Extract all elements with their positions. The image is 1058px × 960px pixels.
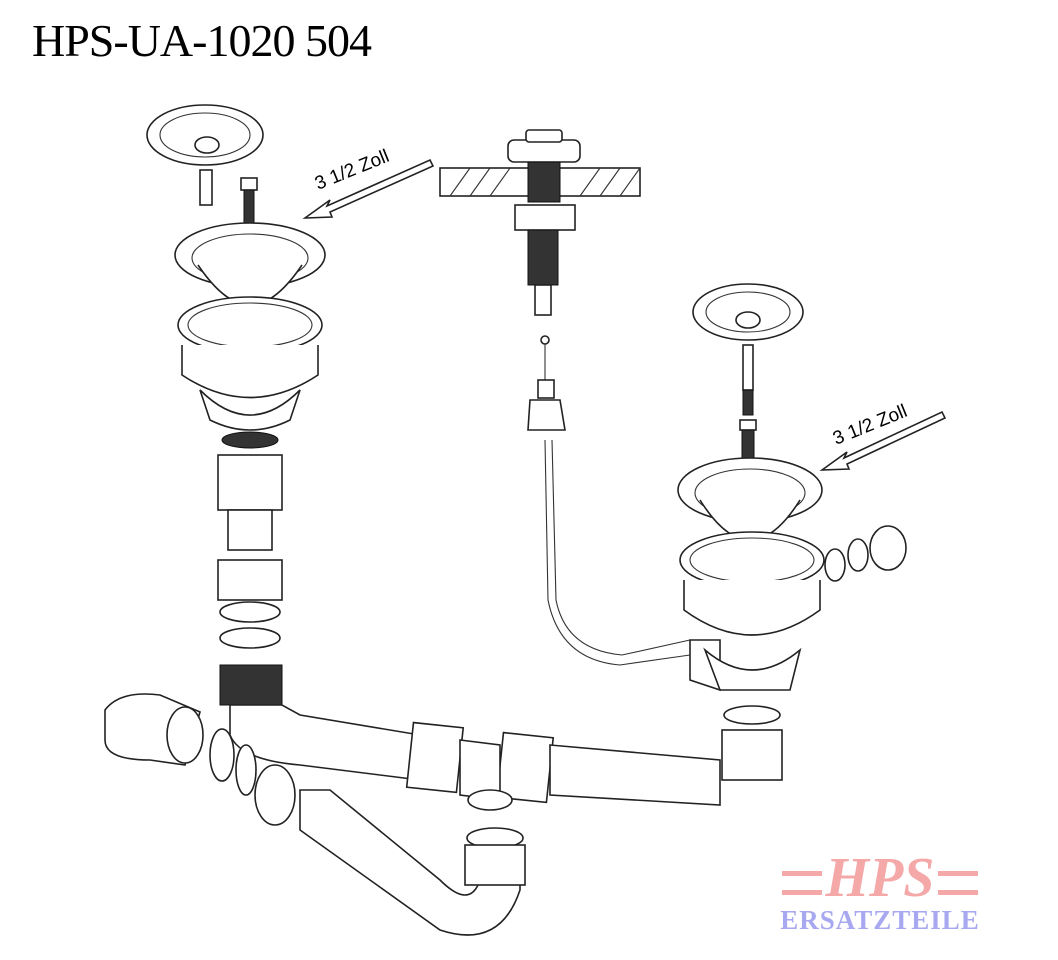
horizontal-pipe: [229, 704, 721, 811]
right-sink-flange: [677, 457, 823, 541]
right-drain-body: [679, 531, 825, 781]
trap-bend: [299, 789, 526, 936]
left-strainer-basket: [146, 104, 264, 206]
left-tailpiece: [217, 431, 283, 706]
hps-logo: HPS ERSATZTEILE: [770, 850, 990, 934]
drawing-title: HPS-UA-1020 504: [32, 15, 372, 66]
popup-cable: [527, 335, 691, 666]
popup-knob: [507, 129, 581, 316]
left-size-arrow: 3 1/2 Zoll: [302, 146, 435, 219]
right-size-arrow: 3 1/2 Zoll: [819, 401, 947, 471]
overflow-fittings: [824, 525, 907, 582]
left-screw: [240, 177, 258, 231]
left-sink-flange: [174, 222, 326, 306]
left-elbow: [104, 693, 296, 826]
left-drain-body: [177, 296, 323, 431]
logo-brand: HPS: [825, 847, 935, 909]
right-strainer-basket: [692, 283, 804, 466]
right-size-label: 3 1/2 Zoll: [830, 401, 910, 450]
logo-subtitle: ERSATZTEILE: [780, 905, 980, 935]
